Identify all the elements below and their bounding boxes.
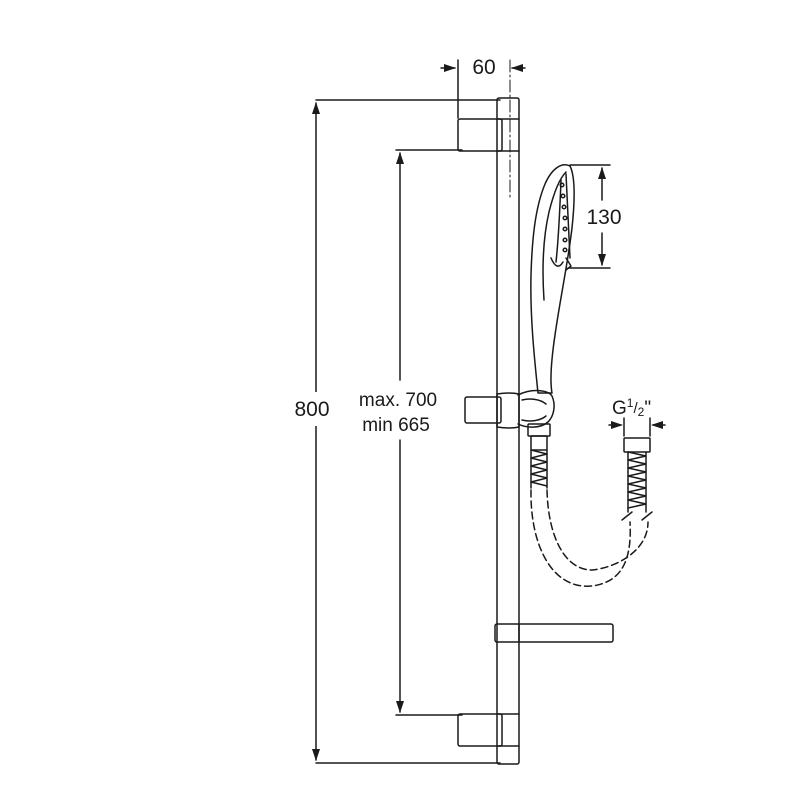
height-label-bg [286,392,336,426]
handset-holder [464,389,555,429]
hand-shower [530,164,575,394]
handset-length-dimension [567,164,611,269]
wall-offset-label: 60 [472,56,495,79]
top-wall-bracket [457,118,520,152]
shower-rail [496,97,520,765]
hose-dashed [530,489,649,587]
bracket-spacing-dimension [395,149,463,716]
wall-offset-dimension [440,59,526,119]
thread-label-den: 2 [638,405,645,419]
soap-shelf [494,623,614,643]
thread-label: G1/2" [612,396,651,419]
bottom-wall-bracket [457,713,520,747]
thread-label-unit: " [644,398,651,419]
thread-label-main: G [612,398,627,419]
bracket-spacing-max-label: max. 700 [359,390,437,411]
bracket-spacing-min-label: min 665 [362,415,430,436]
thread-label-slash: / [633,400,638,417]
hose-connector-right [621,437,653,521]
hose-connector-left [527,423,551,489]
thread-dimension [608,417,666,437]
height-label: 800 [294,398,329,421]
height-dimension [312,99,501,764]
handset-length-label: 130 [586,206,621,229]
thread-label-num: 1 [627,396,634,410]
